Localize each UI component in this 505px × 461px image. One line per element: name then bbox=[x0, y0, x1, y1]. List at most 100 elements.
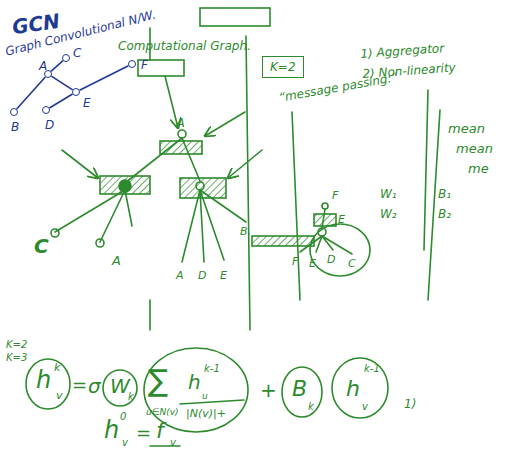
sketch-label: v bbox=[122, 438, 128, 448]
circle-mark bbox=[103, 370, 137, 406]
tree-leaf bbox=[96, 239, 104, 247]
circle-mark bbox=[26, 359, 70, 409]
hatched-bar bbox=[252, 236, 314, 246]
vertex-label: D bbox=[45, 119, 54, 131]
tree-root bbox=[322, 203, 328, 209]
sketch-label: v bbox=[56, 390, 63, 401]
hatched-box bbox=[314, 214, 336, 226]
sketch-label: A bbox=[176, 116, 185, 129]
divider-line bbox=[246, 36, 250, 330]
graph-edge bbox=[49, 94, 72, 108]
fraction-bar bbox=[180, 400, 244, 404]
sketch-label: 0 bbox=[120, 412, 126, 422]
sketch-label: u bbox=[202, 392, 208, 401]
sketch-label: = bbox=[136, 424, 151, 442]
stroke bbox=[149, 300, 151, 330]
tree-child bbox=[119, 180, 131, 192]
tree-link bbox=[125, 138, 200, 183]
sketch-label: u∈N(v) bbox=[146, 408, 179, 417]
circle-mark bbox=[332, 358, 388, 418]
circle-mark bbox=[282, 367, 322, 417]
sketch-label: D bbox=[327, 254, 335, 265]
sketch-label: v bbox=[170, 438, 176, 448]
sketch-label: h bbox=[104, 418, 119, 442]
sketch-label: C bbox=[348, 258, 356, 269]
sketch-label: B bbox=[292, 378, 307, 400]
sketch-label: ∑ bbox=[148, 366, 168, 396]
sketch-label: h bbox=[346, 378, 360, 400]
sketch-label: K=2 bbox=[6, 340, 27, 350]
vertex-label: C bbox=[73, 47, 81, 59]
hatched-box bbox=[100, 176, 150, 194]
sketch-label: = bbox=[72, 376, 87, 394]
note-text: K=2 bbox=[270, 60, 296, 74]
arrow bbox=[228, 150, 262, 178]
tree-link bbox=[182, 190, 246, 262]
graph-vertex: F bbox=[128, 60, 136, 68]
sketch-label: v bbox=[362, 402, 368, 412]
sketch-label: W bbox=[110, 376, 130, 396]
sketch-label: k-1 bbox=[364, 364, 380, 374]
vertex-label: A bbox=[39, 60, 47, 72]
tree-child bbox=[318, 228, 326, 236]
graph-edge bbox=[17, 77, 46, 109]
tree-leaf bbox=[51, 229, 59, 237]
sketch-label: D bbox=[198, 270, 206, 281]
sketch-label: F bbox=[292, 256, 298, 267]
sketch-label: K=3 bbox=[6, 353, 27, 363]
sketch-label: B₁ bbox=[438, 188, 451, 200]
sketch-label: k bbox=[128, 392, 134, 402]
sketch-label: k bbox=[54, 362, 60, 373]
divider-line bbox=[292, 112, 300, 300]
tree-link bbox=[55, 190, 132, 242]
tree-child bbox=[196, 182, 204, 190]
vertex-label: F bbox=[141, 59, 148, 71]
sketch-label: E bbox=[338, 214, 345, 225]
circle-mark bbox=[310, 224, 370, 276]
sketch-label: mean bbox=[456, 142, 493, 155]
graph-vertex: A bbox=[44, 70, 52, 78]
sketch-label: W₁ bbox=[380, 188, 397, 200]
sketch-label: E bbox=[220, 270, 227, 281]
sketch-label: k-1 bbox=[204, 364, 220, 374]
sketch-label: k bbox=[308, 402, 314, 412]
sketch-label: me bbox=[468, 162, 489, 175]
graph-edge bbox=[51, 76, 72, 90]
graph-edge bbox=[51, 61, 63, 72]
empty-box bbox=[200, 8, 270, 26]
sketch-label: 1) bbox=[404, 398, 416, 410]
tree-root bbox=[178, 130, 186, 138]
sketch-label: f bbox=[156, 420, 164, 442]
sketch-label: “message passing:” bbox=[278, 71, 399, 104]
sketch-label: A bbox=[112, 254, 121, 267]
hatched-box bbox=[160, 141, 202, 154]
sketch-label: W₂ bbox=[380, 208, 397, 220]
arrow bbox=[62, 150, 98, 178]
boxed-note: K=2 bbox=[262, 56, 304, 78]
graph-vertex: B bbox=[10, 108, 18, 116]
graph-vertex: C bbox=[62, 54, 70, 62]
sketch-label: Computational Graph. bbox=[118, 40, 251, 52]
sketch-label: h bbox=[36, 368, 51, 392]
sketch-label: |N(v)|+ bbox=[186, 408, 226, 419]
sketch-label: F bbox=[332, 190, 338, 201]
vertex-label: B bbox=[11, 121, 19, 133]
graph-vertex: E bbox=[72, 88, 80, 96]
hatched-box bbox=[180, 178, 226, 198]
sketch-label: mean bbox=[448, 122, 485, 135]
sketch-label: A bbox=[176, 270, 184, 281]
empty-box bbox=[138, 60, 184, 76]
graph-vertex: D bbox=[42, 106, 50, 114]
sketch-label: + bbox=[260, 380, 277, 400]
sketch-label: h bbox=[188, 372, 201, 392]
sketch-label: σ bbox=[88, 376, 101, 396]
computation-tree bbox=[26, 8, 440, 446]
vertex-label: E bbox=[83, 97, 91, 109]
graph-edge bbox=[80, 66, 129, 90]
divider-line bbox=[424, 90, 440, 300]
arrow bbox=[205, 112, 245, 136]
sketch-label: B₂ bbox=[438, 208, 451, 220]
sketch-label: 1) Aggregator bbox=[360, 42, 444, 60]
sketch-label: B. bbox=[240, 226, 251, 237]
